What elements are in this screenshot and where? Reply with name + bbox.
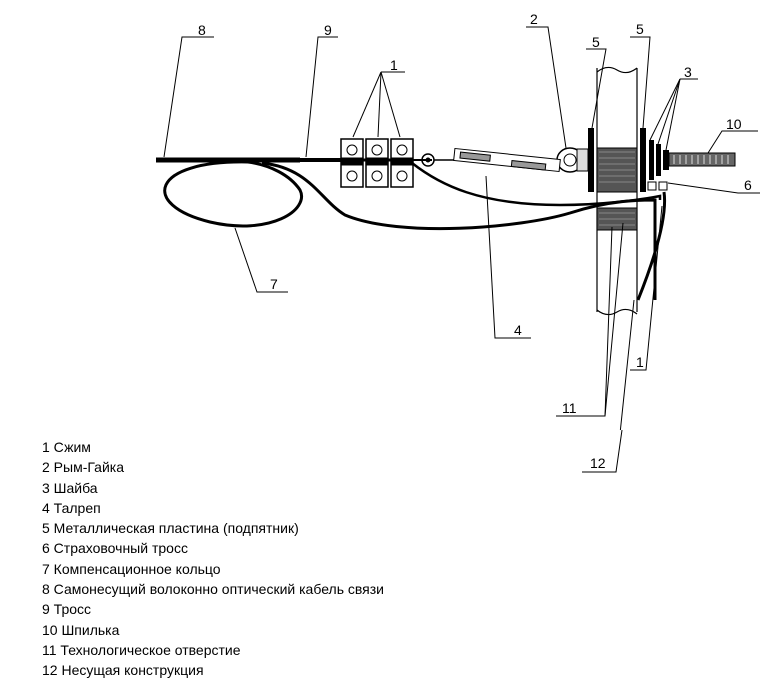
safety-rope <box>636 191 667 301</box>
callout-9: 9 <box>324 22 332 38</box>
callout-4: 4 <box>514 322 522 338</box>
callout-7: 7 <box>270 276 278 292</box>
legend-list: 1 Сжим 2 Рым-Гайка 3 Шайба 4 Талреп 5 Ме… <box>42 437 384 681</box>
legend-item: 4 Талреп <box>42 499 101 516</box>
eye-nut <box>556 147 589 173</box>
callout-10: 10 <box>726 116 742 132</box>
installation-diagram: 8 9 1 2 5 5 3 10 6 7 4 1 11 <box>156 11 760 430</box>
metal-plate-right <box>640 128 646 192</box>
callout-5-left: 5 <box>592 34 600 50</box>
legend-item: 3 Шайба <box>42 479 98 496</box>
clamp-2 <box>365 138 389 188</box>
callout-1-top: 1 <box>390 57 398 73</box>
legend-item: 6 Страховочный тросс <box>42 540 188 557</box>
callout-11: 11 <box>562 400 577 416</box>
washer-nuts <box>647 181 668 191</box>
legend-item: 7 Компенсационное кольцо <box>42 560 221 577</box>
callout-6: 6 <box>744 177 752 193</box>
callout-5-right: 5 <box>636 21 644 37</box>
legend-item: 9 Тросс <box>42 601 92 618</box>
clamp-3 <box>390 138 414 188</box>
stud <box>668 152 736 167</box>
callout-12-layer: 12 <box>582 430 623 473</box>
legend-item: 1 Сжим <box>42 439 91 455</box>
callout-1-right: 1 <box>636 354 644 370</box>
legend-item: 5 Металлическая пластина (подпятник) <box>42 520 299 537</box>
callout-8: 8 <box>198 22 206 38</box>
technological-holes <box>596 147 638 231</box>
callout-2: 2 <box>530 11 538 27</box>
legend-item: 2 Рым-Гайка <box>42 459 124 476</box>
compensation-loop <box>163 160 662 300</box>
leader-lines <box>163 26 760 430</box>
clamp-1 <box>340 138 364 188</box>
legend-item: 8 Самонесущий волоконно оптический кабел… <box>42 581 384 598</box>
washers <box>649 140 669 180</box>
callout-3: 3 <box>684 64 692 80</box>
metal-plate-left <box>588 128 594 192</box>
legend-item: 12 Несущая конструкция <box>42 662 204 679</box>
legend-item: 10 Шпилька <box>42 621 120 638</box>
legend-item: 11 Технологическое отверстие <box>42 641 241 658</box>
turnbuckle <box>421 147 561 173</box>
callout-12: 12 <box>590 455 606 471</box>
